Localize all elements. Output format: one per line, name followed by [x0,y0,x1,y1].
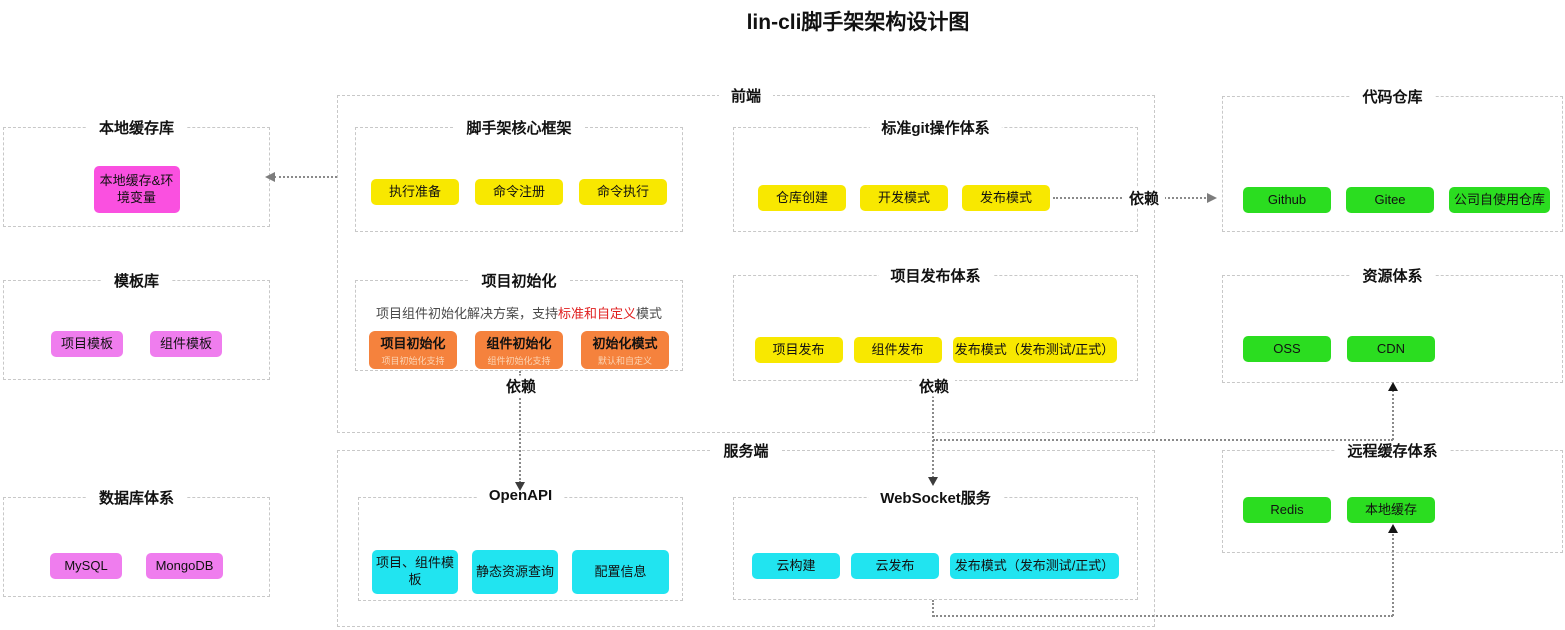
group-resource: 资源体系 OSS CDN [1222,265,1563,383]
arrowhead-up-icon [1388,524,1398,533]
edge-websocket-remotecache [933,615,1393,617]
card-title: 初始化模式 [592,336,658,351]
init-desc-prefix: 项目组件初始化解决方案，支持 [375,306,558,321]
node-command-exec: 命令执行 [579,179,667,205]
init-description: 项目组件初始化解决方案，支持标准和自定义模式 [356,303,682,322]
card-title: 项目初始化 [380,336,446,351]
node-cdn: CDN [1347,336,1435,362]
card-component-init: 组件初始化 组件初始化支持 [475,331,563,369]
node-repo-create: 仓库创建 [758,185,846,211]
arrowhead-left-icon [265,172,275,182]
card-subtitle: 默认和自定义 [597,356,652,366]
group-openapi: OpenAPI 项目、组件模板 静态资源查询 配置信息 [358,487,683,601]
node-github: Github [1243,187,1331,213]
group-project-release: 项目发布体系 项目发布 组件发布 发布模式（发布测试/正式） [733,265,1138,381]
group-title: 本地缓存库 [86,117,187,138]
frontend-label: 前端 [718,85,774,106]
node-component-template: 组件模板 [150,331,222,357]
group-frontend: 前端 [337,85,1155,433]
arrowhead-up-icon [1388,382,1398,391]
arrowhead-right-icon [1207,193,1217,203]
node-cloud-build: 云构建 [752,553,840,579]
edge-release-resource [933,439,1393,441]
group-title: 远程缓存体系 [1335,440,1450,461]
init-desc-highlight: 标准和自定义 [557,306,636,321]
node-release-mode: 发布模式 [962,185,1050,211]
node-company-repo: 公司自使用仓库 [1449,187,1550,213]
card-subtitle: 组件初始化支持 [487,356,551,366]
node-release-mode-test-prod: 发布模式（发布测试/正式） [952,337,1117,363]
node-local-cache-env: 本地缓存&环境变量 [93,166,180,213]
group-title: 项目初始化 [469,270,569,291]
node-cloud-release: 云发布 [851,553,939,579]
init-desc-suffix: 模式 [636,306,663,321]
node-component-release: 组件发布 [853,337,942,363]
group-title: 脚手架核心框架 [454,117,584,138]
group-project-init: 项目初始化 项目组件初始化解决方案，支持标准和自定义模式 项目初始化 项目初始化… [355,270,683,371]
edge-websocket-remotecache [1392,529,1394,616]
group-code-repo: 代码仓库 Github Gitee 公司自使用仓库 [1222,86,1563,232]
node-mongodb: MongoDB [146,553,223,579]
card-init-mode: 初始化模式 默认和自定义 [581,331,669,369]
group-websocket: WebSocket服务 云构建 云发布 发布模式（发布测试/正式） [733,487,1138,600]
card-subtitle: 项目初始化支持 [381,356,445,366]
group-server: 服务端 [337,440,1155,627]
group-template-lib: 模板库 项目模板 组件模板 [3,270,270,380]
node-static-resource-query: 静态资源查询 [472,550,558,594]
group-title: WebSocket服务 [868,487,1003,508]
node-dev-mode: 开发模式 [860,185,948,211]
node-ws-release-mode: 发布模式（发布测试/正式） [950,553,1119,579]
diagram-title: lin-cli脚手架架构设计图 [746,11,970,34]
node-mysql: MySQL [50,553,122,579]
node-project-component-templates: 项目、组件模板 [372,550,458,594]
edge-label-dependency: 依赖 [912,375,956,397]
edge-label-dependency: 依赖 [1122,187,1166,209]
edge-websocket-remotecache [932,600,934,617]
group-local-cache-lib: 本地缓存库 本地缓存&环境变量 [3,117,270,227]
node-config-info: 配置信息 [572,550,669,594]
group-title: 资源体系 [1350,265,1435,286]
edge-release-websocket [932,381,934,478]
edge-release-resource [1392,387,1394,440]
group-database: 数据库体系 MySQL MongoDB [3,487,270,597]
card-title: 组件初始化 [486,336,552,351]
node-exec-prepare: 执行准备 [371,179,459,205]
arrowhead-down-icon [515,482,525,491]
group-title: OpenAPI [476,487,565,504]
edge-label-dependency: 依赖 [499,375,543,397]
node-command-register: 命令注册 [475,179,563,205]
group-title: 数据库体系 [86,487,187,508]
card-project-init: 项目初始化 项目初始化支持 [369,331,457,369]
group-title: 标准git操作体系 [869,117,1002,138]
group-git-ops: 标准git操作体系 仓库创建 开发模式 发布模式 [733,117,1138,232]
arrowhead-down-icon [928,477,938,486]
edge-frontend-localcache [274,176,337,178]
node-oss: OSS [1243,336,1331,362]
node-remote-local-cache: 本地缓存 [1347,497,1435,523]
node-project-template: 项目模板 [51,331,123,357]
node-project-release: 项目发布 [754,337,843,363]
node-redis: Redis [1243,497,1331,523]
node-gitee: Gitee [1346,187,1434,213]
server-label: 服务端 [711,440,781,461]
edge-init-openapi [519,371,521,483]
group-title: 代码仓库 [1350,86,1435,107]
group-title: 模板库 [101,270,172,291]
group-title: 项目发布体系 [878,265,993,286]
group-core-framework: 脚手架核心框架 执行准备 命令注册 命令执行 [355,117,683,232]
